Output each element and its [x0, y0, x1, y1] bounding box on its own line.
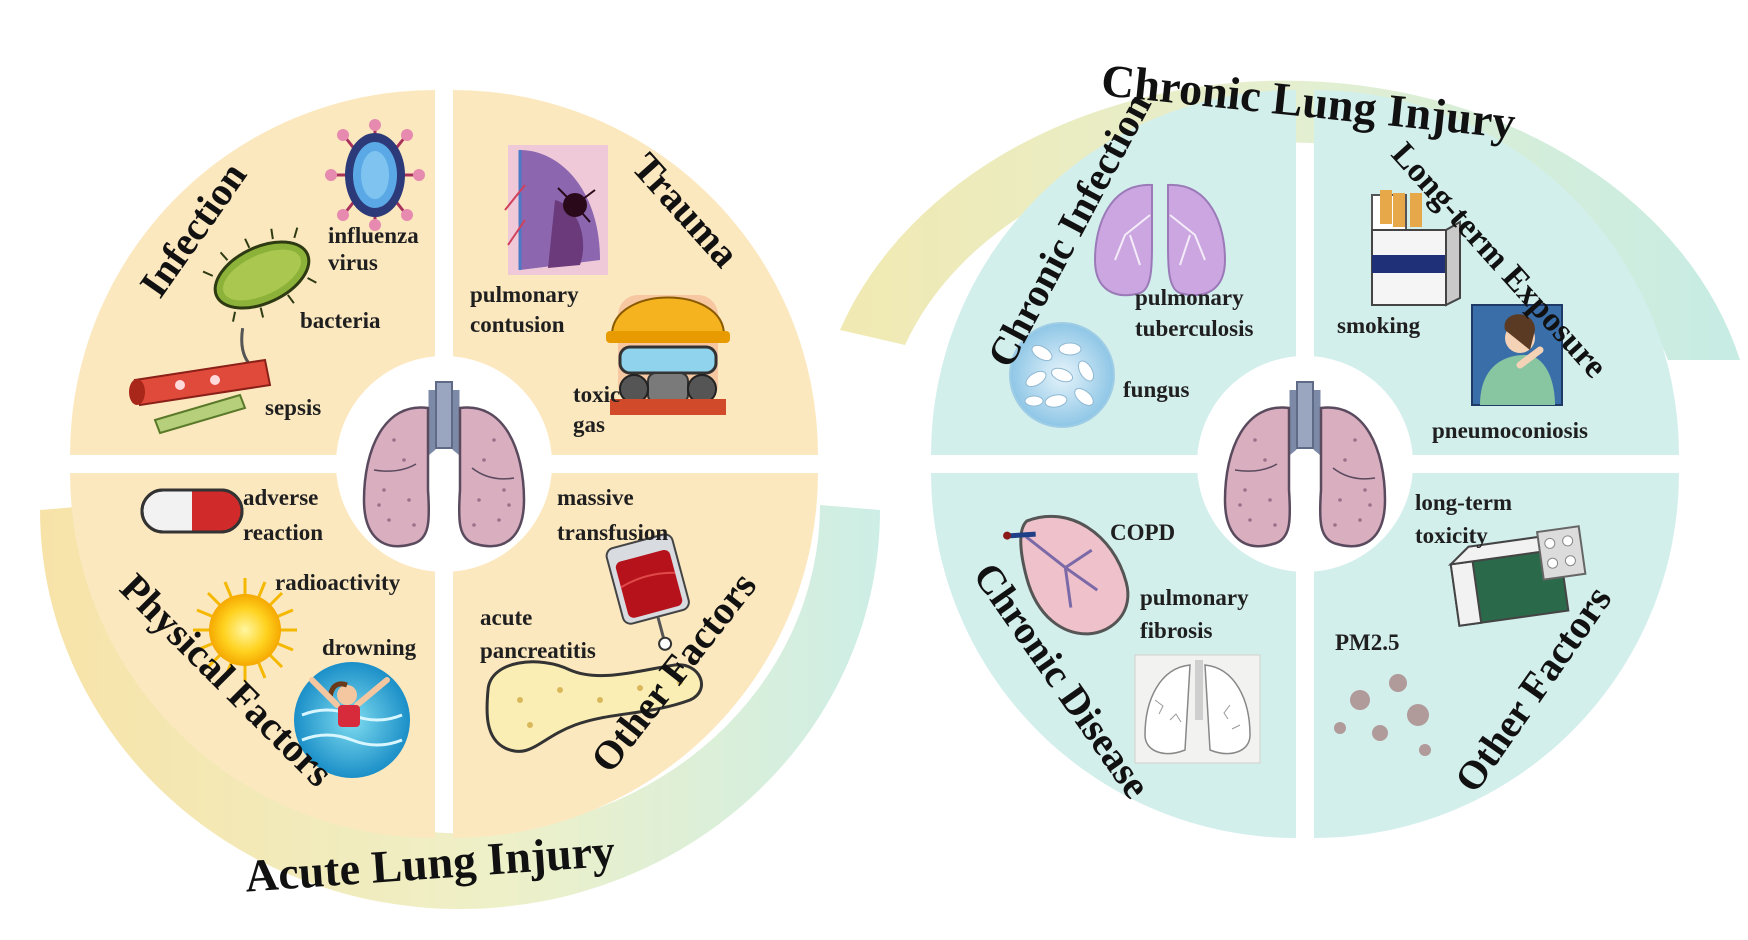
- label-tb-1: pulmonary: [1135, 285, 1244, 310]
- label-influenza-1: influenza: [328, 223, 419, 248]
- label-influenza-2: virus: [328, 250, 378, 275]
- label-drowning: drowning: [322, 635, 417, 660]
- chronic-quadrant-other: [1314, 473, 1679, 838]
- label-adverse-2: reaction: [243, 520, 323, 545]
- label-copd: COPD: [1110, 520, 1175, 545]
- influenza-virus-icon: [325, 119, 425, 231]
- drowning-icon: [294, 662, 410, 778]
- pulmonary-fibrosis-xray-icon: [1134, 654, 1261, 764]
- acute-section: Infection Trauma Physical Factors Other …: [40, 90, 880, 909]
- acute-arc-band: [40, 505, 880, 909]
- adverse-reaction-capsule-icon: [140, 488, 244, 534]
- label-fibrosis-2: fibrosis: [1140, 618, 1212, 643]
- label-transfusion-1: massive: [557, 485, 634, 510]
- label-tb-2: tuberculosis: [1135, 316, 1253, 341]
- label-pm25: PM2.5: [1335, 630, 1400, 655]
- label-sepsis: sepsis: [265, 395, 321, 420]
- pancreas-icon: [485, 660, 703, 753]
- pm25-particles-icon: [1334, 674, 1431, 756]
- label-fungus: fungus: [1123, 377, 1190, 402]
- pulmonary-contusion-icon: [504, 145, 608, 275]
- acute-quadrant-other: [453, 473, 818, 838]
- label-toxicity-1: long-term: [1415, 490, 1512, 515]
- chronic-quadrant-exposure: [1314, 90, 1679, 455]
- toxic-gas-worker-icon: [606, 295, 730, 415]
- label-fibrosis-1: pulmonary: [1140, 585, 1249, 610]
- sepsis-vessel-icon: [129, 358, 272, 435]
- label-toxic-2: gas: [573, 412, 605, 437]
- label-contusion-2: contusion: [470, 312, 565, 337]
- label-toxicity-2: toxicity: [1415, 523, 1488, 548]
- label-toxic-1: toxic: [573, 382, 620, 407]
- label-smoking: smoking: [1337, 313, 1421, 338]
- massive-transfusion-bag-icon: [605, 533, 690, 651]
- label-radioactivity: radioactivity: [275, 570, 401, 595]
- label-pancreatitis-2: pancreatitis: [480, 638, 596, 663]
- fungus-dish-icon: [1009, 322, 1115, 428]
- pneumoconiosis-coughing-person-icon: [1471, 304, 1563, 406]
- cigarette-pack-icon: [1371, 190, 1461, 307]
- label-adverse-1: adverse: [243, 485, 318, 510]
- label-transfusion-2: transfusion: [557, 520, 668, 545]
- radioactivity-sun-icon: [193, 578, 297, 682]
- copd-lung-icon: [1003, 514, 1130, 636]
- label-pneumoconiosis: pneumoconiosis: [1432, 418, 1588, 443]
- chronic-section: Chronic Infection Long-term Exposure Chr…: [840, 54, 1740, 838]
- tuberculosis-lung-icon: [1093, 183, 1227, 297]
- medicine-box-icon: [1447, 525, 1587, 627]
- label-bacteria: bacteria: [300, 308, 381, 333]
- label-contusion-1: pulmonary: [470, 282, 579, 307]
- label-pancreatitis-1: acute: [480, 605, 532, 630]
